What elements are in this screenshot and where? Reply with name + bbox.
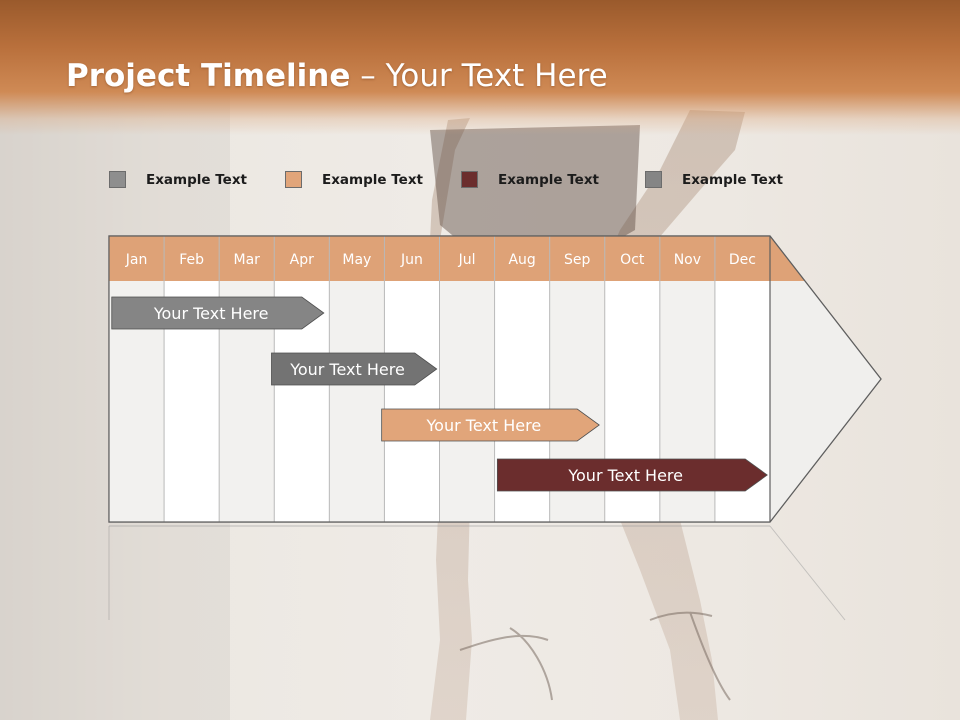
legend-label-4: Example Text	[682, 172, 783, 188]
legend-label-3: Example Text	[498, 172, 599, 188]
task-arrow-2	[271, 352, 438, 386]
arrow-head-fill	[770, 281, 881, 522]
month-label-mar: Mar	[233, 252, 260, 268]
month-label-jun: Jun	[400, 252, 423, 268]
legend-label-2: Example Text	[322, 172, 423, 188]
task-arrow-1	[111, 296, 325, 330]
task-label-4: Your Text Here	[567, 466, 683, 485]
month-label-apr: Apr	[290, 252, 314, 268]
month-label-jul: Jul	[458, 252, 476, 268]
month-label-jan: Jan	[125, 252, 148, 268]
month-column	[384, 281, 440, 522]
month-label-feb: Feb	[179, 252, 204, 268]
month-label-may: May	[342, 252, 371, 268]
legend-label-1: Example Text	[146, 172, 247, 188]
task-arrow-4	[496, 458, 768, 492]
legend-swatch-2	[285, 171, 302, 188]
reflection-diagonal-line	[769, 525, 846, 621]
timeline-reflection	[108, 525, 846, 621]
month-label-aug: Aug	[508, 252, 535, 268]
task-label-2: Your Text Here	[289, 360, 405, 379]
month-label-nov: Nov	[674, 252, 701, 268]
timeline-body: Jan Feb Mar Apr May Jun Jul Aug Sep Oct Nov Dec	[108, 235, 882, 523]
page-title: Project Timeline – Your Text Here	[66, 58, 608, 94]
month-column	[329, 281, 385, 522]
month-label-oct: Oct	[620, 252, 645, 268]
legend-swatch-4	[645, 171, 662, 188]
title-bold: Project Timeline	[66, 58, 351, 94]
task-label-3: Your Text Here	[426, 416, 542, 435]
month-column	[439, 281, 495, 522]
month-label-sep: Sep	[564, 252, 591, 268]
task-label-1: Your Text Here	[153, 304, 269, 323]
month-label-dec: Dec	[729, 252, 756, 268]
legend-swatch-1	[109, 171, 126, 188]
task-arrow-3	[381, 408, 600, 442]
legend-swatch-3	[461, 171, 478, 188]
title-bar: Project Timeline – Your Text Here	[0, 0, 960, 135]
title-rest: – Your Text Here	[350, 58, 608, 94]
timeline-arrow-border	[108, 235, 882, 523]
